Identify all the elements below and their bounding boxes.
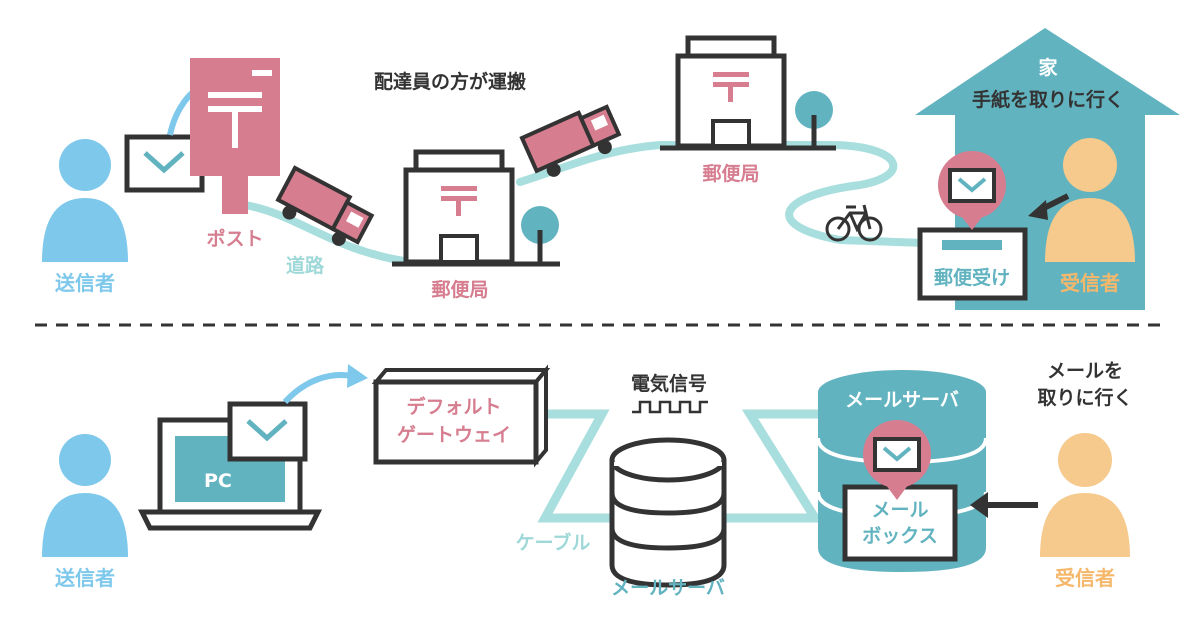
post-office-icon-2 [660, 35, 836, 151]
receiver-person-icon-2 [1040, 433, 1130, 557]
road-path [241, 141, 929, 266]
server-center-label: メールサーバ [611, 577, 725, 599]
fetch-mail-label-line2: 取りに行く [1037, 386, 1132, 409]
post-office-icon [392, 149, 560, 267]
arrow-head-mailbox-icon-2 [970, 492, 988, 518]
sender-label-top: 送信者 [55, 271, 115, 295]
mail-pin-icon-2 [863, 420, 931, 500]
signal-wave-icon [632, 400, 708, 414]
mailbox-label: 郵便受け [934, 266, 1010, 289]
cable-label: ケーブル [516, 531, 591, 554]
bicycle-icon [825, 204, 883, 242]
post-office-label-1: 郵便局 [431, 279, 488, 301]
mail-pin-icon [938, 151, 1006, 230]
receiver-label-top: 受信者 [1060, 271, 1120, 295]
arrow-head-icon-2 [347, 364, 368, 388]
database-fill [614, 462, 722, 466]
sender-label-bottom: 送信者 [55, 566, 115, 590]
mailbox-icon-2 [842, 484, 958, 562]
envelope-icon [124, 134, 205, 193]
server-right-label: メールサーバ [845, 389, 959, 411]
envelope-icon-2 [227, 401, 308, 462]
gateway-label-line1: デフォルト [406, 395, 501, 418]
receiver-person-icon [1045, 138, 1135, 262]
receiver-label-bottom: 受信者 [1055, 566, 1115, 590]
post-label: ポスト [206, 227, 263, 250]
post-office-label-2: 郵便局 [702, 163, 759, 185]
sender-person-icon [42, 139, 128, 262]
gateway-label-line2: ゲートウェイ [397, 424, 511, 446]
road-label: 道路 [286, 254, 325, 277]
arrow-head-mailbox-icon [1028, 200, 1048, 220]
tree-icon [521, 206, 559, 264]
fetch-letter-label: 手紙を取りに行く [972, 88, 1124, 111]
mail-post-icon [190, 58, 280, 214]
arrow-icon-2 [282, 372, 353, 405]
tree-icon-2 [795, 91, 833, 148]
pc-label: PC [204, 470, 232, 492]
signal-label: 電気信号 [631, 372, 707, 395]
carrier-label: 配達員の方が運搬 [374, 70, 526, 93]
gateway-box [371, 364, 551, 468]
truck-icon [275, 165, 375, 246]
mailbox-icon [917, 227, 1028, 301]
mailbox2-label-line2: ボックス [862, 525, 937, 547]
sender-person-icon-2 [42, 434, 128, 557]
database-icon [609, 437, 727, 588]
mailbox2-label-line1: メール [871, 499, 928, 521]
truck-icon-2 [519, 104, 622, 177]
house-label: 家 [1038, 56, 1058, 79]
fetch-mail-label-line1: メールを [1047, 360, 1123, 382]
